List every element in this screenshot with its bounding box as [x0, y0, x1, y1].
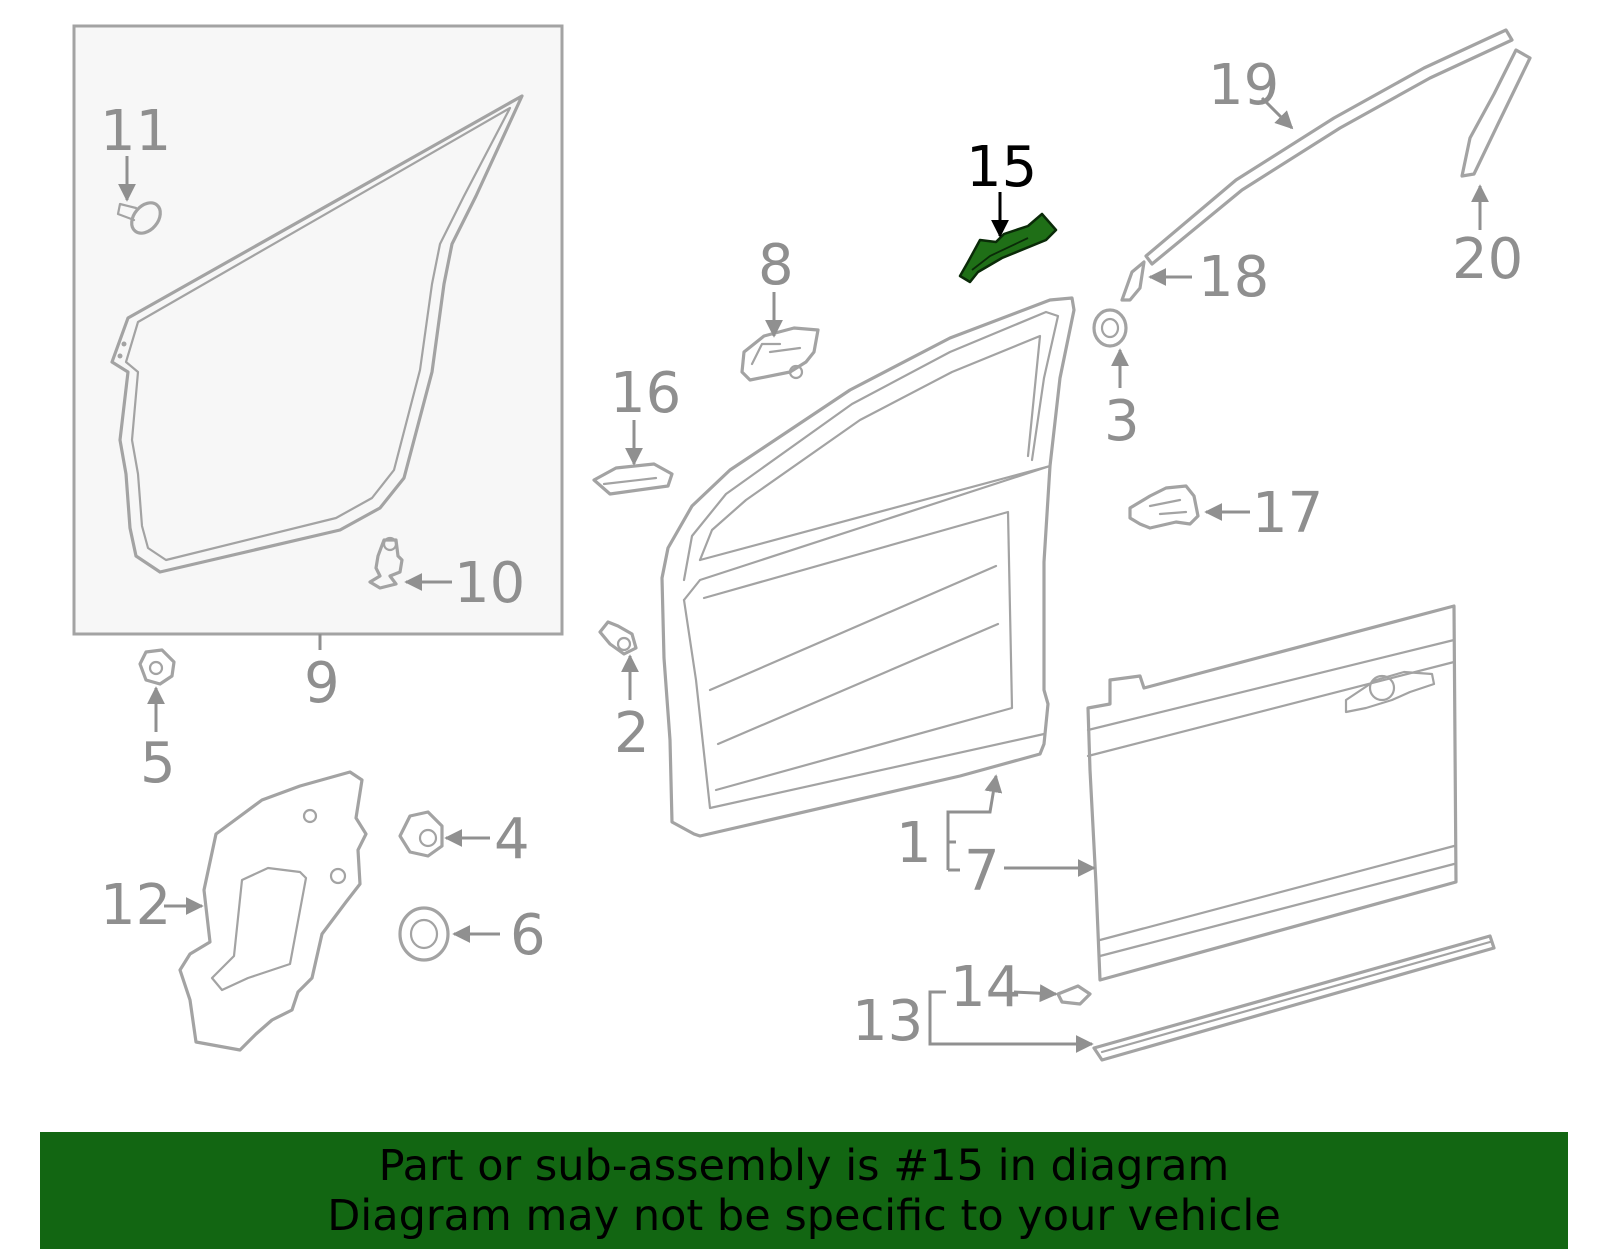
callout-14: 14	[950, 955, 1021, 1020]
callout-11: 11	[100, 99, 171, 164]
callout-6: 6	[510, 903, 546, 968]
part-17-bracket[interactable]	[1128, 484, 1200, 530]
banner-line-2: Diagram may not be specific to your vehi…	[327, 1190, 1281, 1241]
part-3-grommet[interactable]	[1092, 308, 1128, 348]
part-19-molding[interactable]	[1144, 28, 1514, 266]
callout-1: 1	[896, 811, 932, 876]
part-16-bracket[interactable]	[592, 462, 674, 496]
callout-17: 17	[1252, 481, 1323, 546]
callout-8: 8	[758, 233, 794, 298]
callout-12: 12	[100, 873, 171, 938]
part-20-molding[interactable]	[1460, 48, 1532, 178]
callout-labels: 11 10 9 5 12 4 6 2 16 8 15 3 18 19 20 17…	[100, 53, 1523, 1054]
banner-line-1: Part or sub-assembly is #15 in diagram	[378, 1140, 1230, 1191]
callout-2: 2	[614, 701, 650, 766]
part-18-clip[interactable]	[1120, 260, 1146, 302]
part-10-clip[interactable]	[368, 536, 404, 590]
callout-16: 16	[610, 361, 681, 426]
part-1-door-shell[interactable]	[660, 296, 1076, 838]
callout-15: 15	[966, 135, 1037, 200]
callout-9: 9	[304, 651, 340, 716]
part-15-highlighted[interactable]	[958, 212, 1058, 284]
part-14-clip[interactable]	[1056, 984, 1092, 1006]
part-6-washer[interactable]	[398, 906, 450, 962]
part-11-clip[interactable]	[116, 197, 166, 238]
callout-19: 19	[1208, 53, 1279, 118]
callout-3: 3	[1104, 389, 1140, 454]
callout-7: 7	[964, 839, 1000, 904]
callout-5: 5	[140, 731, 176, 796]
callout-13: 13	[852, 989, 923, 1054]
part-7-outer-panel[interactable]	[1086, 604, 1458, 982]
info-banner: Part or sub-assembly is #15 in diagram D…	[40, 1132, 1568, 1249]
part-8-hinge[interactable]	[740, 326, 820, 382]
callout-10: 10	[454, 551, 525, 616]
part-4-nut[interactable]	[398, 810, 444, 858]
part-12-service-cover[interactable]	[178, 770, 368, 1052]
weatherstrip-inset-box	[72, 24, 564, 636]
callout-20: 20	[1452, 227, 1523, 292]
part-2-bolt[interactable]	[598, 620, 638, 656]
callout-4: 4	[494, 807, 530, 872]
part-13-rocker-molding[interactable]	[1092, 934, 1496, 1062]
callout-18: 18	[1198, 245, 1269, 310]
leader-lines	[118, 96, 1489, 1053]
part-5-grommet[interactable]	[138, 648, 176, 686]
